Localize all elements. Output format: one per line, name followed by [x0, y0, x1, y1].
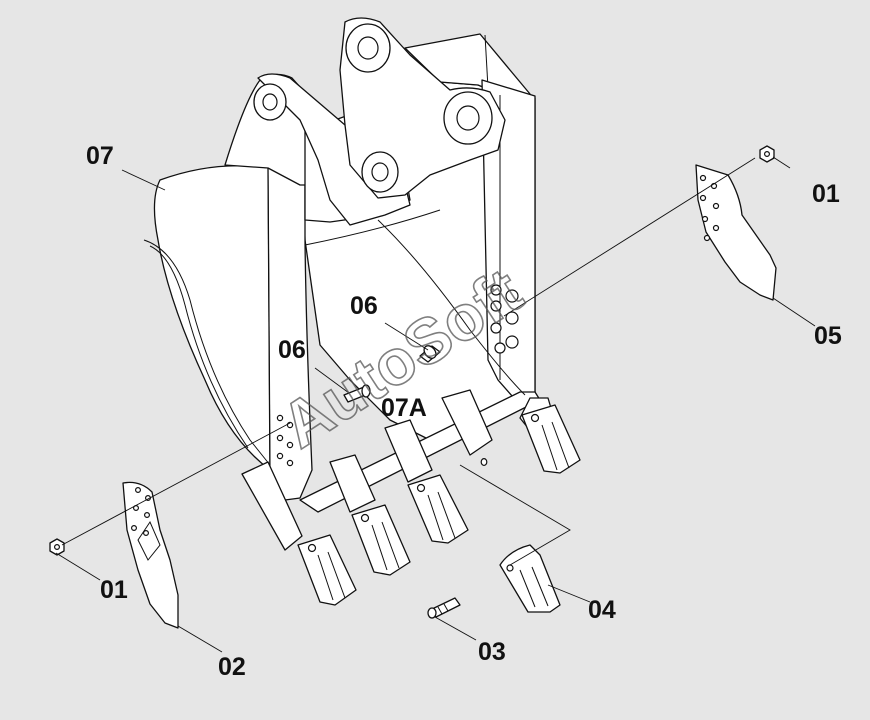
callout-03: 03	[478, 638, 506, 666]
callout-06-center: 06	[350, 292, 378, 320]
callout-07: 07	[86, 142, 114, 170]
callout-01-left: 01	[100, 576, 128, 604]
right-side-bolt-pattern	[490, 284, 519, 354]
bolt-left	[343, 384, 371, 403]
side-cutter-right	[695, 164, 777, 301]
nut-left	[49, 538, 65, 556]
side-cutter-left	[122, 481, 179, 629]
tooth-pin	[427, 597, 461, 619]
loose-tooth	[499, 544, 561, 613]
bolt-center	[419, 345, 441, 363]
leader-lines	[55, 156, 816, 653]
callout-04: 04	[588, 596, 616, 624]
nut-right	[759, 145, 775, 163]
callout-07a: 07A	[381, 394, 427, 422]
callout-02: 02	[218, 653, 246, 681]
callout-06-left: 06	[278, 336, 306, 364]
callout-01-right: 01	[812, 180, 840, 208]
bucket-teeth	[297, 404, 581, 606]
callout-05: 05	[814, 322, 842, 350]
left-side-bolt-pattern	[276, 414, 294, 467]
